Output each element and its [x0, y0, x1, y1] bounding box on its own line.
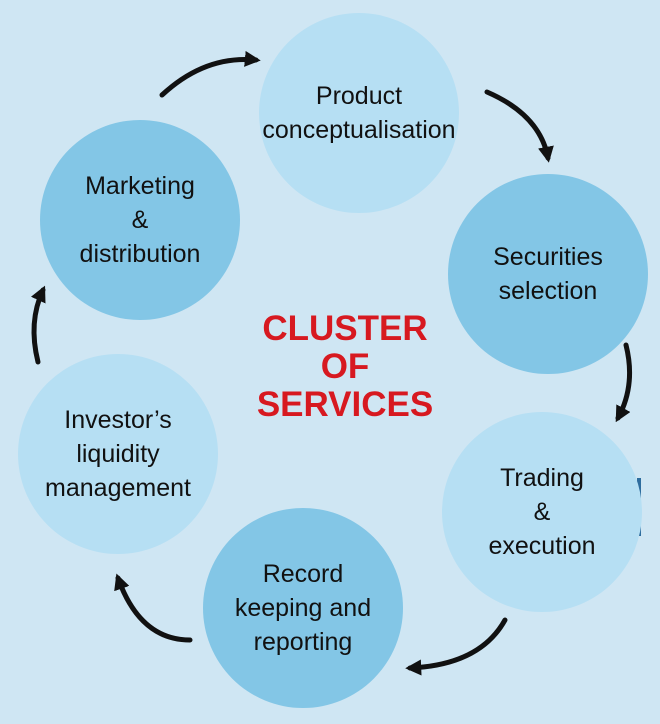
center-title-line: SERVICES — [256, 385, 434, 424]
node-label: Marketing & distribution — [80, 169, 201, 271]
node-label: Trading & execution — [488, 461, 595, 563]
node-label: Securities selection — [493, 240, 603, 308]
node-line: selection — [498, 277, 598, 305]
node-line: liquidity — [76, 440, 160, 468]
arrow-securities-to-trading — [615, 342, 633, 423]
node-line: keeping and — [234, 594, 372, 622]
node-line: management — [45, 474, 191, 502]
node-line: execution — [488, 532, 596, 560]
node-label: Record keeping and reporting — [235, 557, 371, 659]
node-line: Investor’s — [64, 406, 172, 434]
node-trading-execution: Trading & execution — [442, 412, 642, 612]
center-title-line: OF — [320, 347, 370, 386]
node-line: Trading — [500, 464, 584, 492]
arrow-trading-to-record — [405, 617, 508, 676]
node-record-keeping: Record keeping and reporting — [203, 508, 403, 708]
node-marketing-distribution: Marketing & distribution — [40, 120, 240, 320]
arrow-product-to-securities — [484, 89, 554, 163]
node-line: Record — [262, 560, 344, 588]
arrow-marketing-to-product — [159, 50, 261, 98]
node-line: Securities — [493, 243, 603, 271]
node-line: conceptualisation — [262, 116, 456, 144]
node-securities-selection: Securities selection — [448, 174, 648, 374]
arrow-investor-to-marketing — [31, 285, 46, 365]
node-line: & — [533, 498, 551, 526]
node-line: distribution — [79, 240, 201, 268]
node-line: reporting — [253, 628, 353, 656]
arrow-record-to-investor — [114, 573, 193, 643]
node-line: Marketing — [85, 172, 195, 200]
node-line: Product — [315, 82, 403, 110]
node-product-conceptualisation: Product conceptualisation — [259, 13, 459, 213]
node-line: & — [131, 206, 149, 234]
center-title: CLUSTER OF SERVICES — [200, 310, 490, 424]
node-investor-liquidity: Investor’s liquidity management — [18, 354, 218, 554]
node-label: Investor’s liquidity management — [45, 403, 191, 505]
node-label: Product conceptualisation — [262, 79, 455, 147]
center-title-line: CLUSTER — [262, 309, 428, 348]
